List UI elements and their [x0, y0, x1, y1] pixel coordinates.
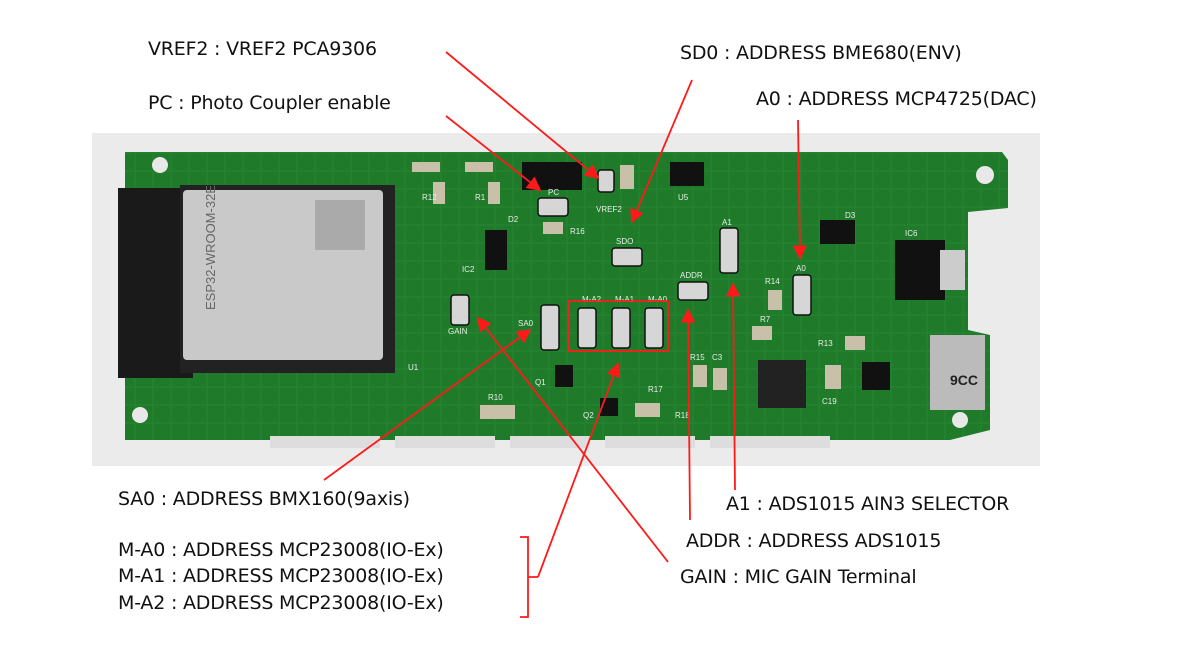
a0-leader [792, 119, 808, 260]
svg-text:PC: PC [548, 188, 559, 197]
svg-text:IC2: IC2 [462, 265, 475, 274]
addr-leader [680, 308, 696, 521]
a1-leader [725, 282, 741, 491]
sd0-leader [630, 79, 693, 224]
pc-label: PC : Photo Coupler enable [148, 92, 391, 114]
svg-text:R17: R17 [648, 385, 663, 394]
svg-text:SA0: SA0 [518, 319, 534, 328]
svg-text:R12: R12 [422, 193, 437, 202]
sd0-label: SD0 : ADDRESS BME680(ENV) [680, 42, 962, 64]
vref2-leader [445, 51, 600, 180]
svg-text:C19: C19 [822, 397, 837, 406]
svg-text:A1: A1 [722, 218, 732, 227]
svg-text:VREF2: VREF2 [596, 205, 622, 214]
ma-bracket [520, 536, 538, 618]
usb-connector [930, 335, 985, 410]
ma1-label: M-A1 : ADDRESS MCP23008(IO-Ex) [118, 565, 444, 587]
svg-text:R15: R15 [690, 353, 705, 362]
ma-highlight-box [568, 300, 669, 352]
svg-text:R1: R1 [475, 193, 486, 202]
svg-text:M-A0: M-A0 [648, 295, 668, 304]
svg-text:A0: A0 [796, 264, 806, 273]
module-label: ESP32-WROOM-32E [203, 185, 218, 310]
gain-label: GAIN : MIC GAIN Terminal [680, 566, 917, 588]
svg-text:M-A1: M-A1 [615, 295, 635, 304]
svg-text:SDO: SDO [616, 237, 633, 246]
svg-text:R10: R10 [488, 393, 503, 402]
a0-label: A0 : ADDRESS MCP4725(DAC) [756, 88, 1037, 110]
gain-leader [476, 316, 669, 563]
svg-text:R14: R14 [765, 277, 780, 286]
svg-text:M-A2: M-A2 [582, 295, 602, 304]
ma-leader [537, 362, 621, 578]
svg-text:9CC: 9CC [950, 372, 978, 388]
svg-text:D3: D3 [845, 211, 856, 220]
svg-text:R7: R7 [760, 315, 771, 324]
ma0-label: M-A0 : ADDRESS MCP23008(IO-Ex) [118, 539, 444, 561]
svg-text:R16: R16 [570, 227, 585, 236]
svg-text:Q1: Q1 [535, 378, 546, 387]
svg-text:Q2: Q2 [583, 411, 594, 420]
addr-label: ADDR : ADDRESS ADS1015 [686, 530, 942, 552]
svg-text:U1: U1 [408, 363, 419, 372]
a1-label: A1 : ADS1015 AIN3 SELECTOR [726, 493, 1010, 515]
annotation-lines [323, 51, 808, 618]
sa0-label: SA0 : ADDRESS BMX160(9axis) [118, 488, 410, 510]
svg-text:U5: U5 [678, 193, 689, 202]
pcb-board: ESP32-WROOM-32E [118, 152, 1008, 448]
svg-text:R13: R13 [818, 339, 833, 348]
vref2-label: VREF2 : VREF2 PCA9306 [148, 38, 377, 60]
pc-leader [445, 115, 542, 192]
svg-text:R18: R18 [675, 411, 690, 420]
svg-text:IC6: IC6 [905, 229, 918, 238]
svg-text:D2: D2 [508, 215, 519, 224]
svg-text:ADDR: ADDR [680, 271, 703, 280]
sa0-leader [323, 328, 532, 481]
svg-text:GAIN: GAIN [448, 327, 468, 336]
svg-text:C3: C3 [712, 353, 723, 362]
ma2-label: M-A2 : ADDRESS MCP23008(IO-Ex) [118, 592, 444, 614]
